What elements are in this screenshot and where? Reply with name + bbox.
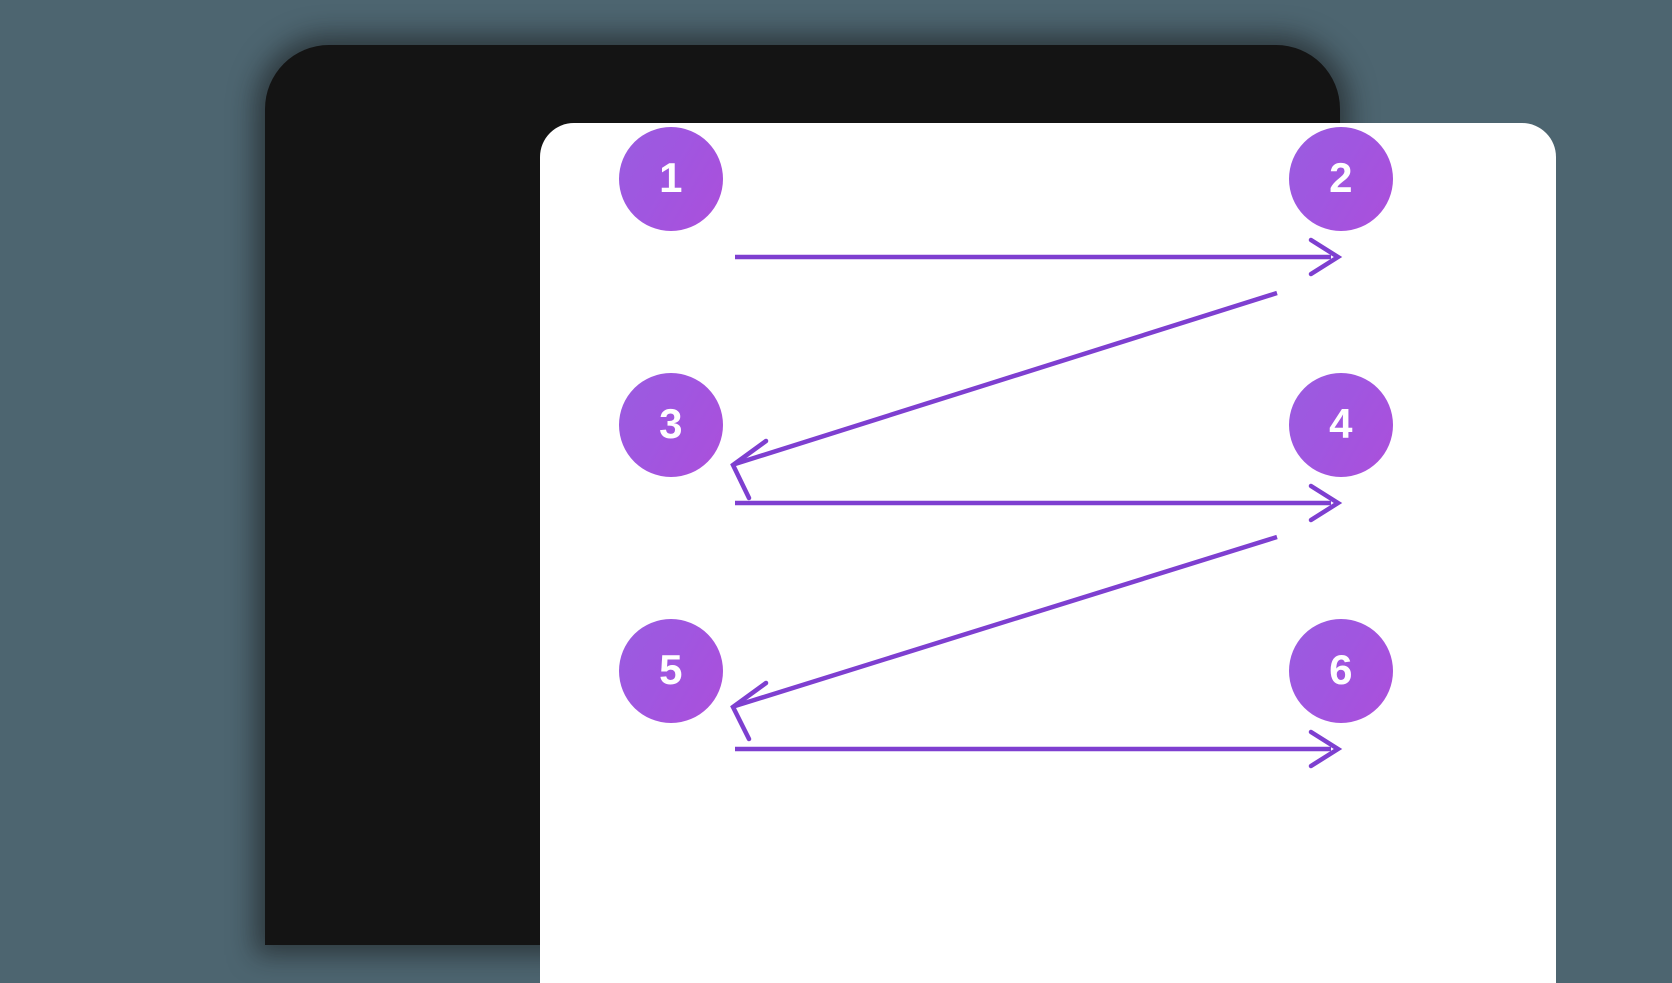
edge-5-to-6-arrowhead bbox=[1308, 729, 1343, 769]
flow-node-4[interactable]: 4 bbox=[1289, 373, 1393, 477]
edge-1-to-2[interactable] bbox=[735, 237, 1343, 277]
flow-node-5-label: 5 bbox=[659, 646, 683, 693]
flow-node-2[interactable]: 2 bbox=[1289, 127, 1393, 231]
flow-node-3-label: 3 bbox=[659, 400, 683, 447]
edge-2-to-3-arrowhead bbox=[730, 438, 769, 501]
edge-2-to-3-line bbox=[734, 290, 1278, 467]
edge-3-to-4-arrowhead bbox=[1308, 483, 1343, 523]
flow-node-3[interactable]: 3 bbox=[619, 373, 723, 477]
edge-5-to-6[interactable] bbox=[735, 729, 1343, 769]
flow-node-6-label: 6 bbox=[1329, 646, 1353, 693]
flow-node-5[interactable]: 5 bbox=[619, 619, 723, 723]
edge-4-to-5-arrowhead bbox=[730, 680, 769, 742]
flow-node-6[interactable]: 6 bbox=[1289, 619, 1393, 723]
device-frame: 1 2 3 4 5 6 bbox=[265, 45, 1556, 983]
flow-diagram-canvas bbox=[730, 237, 1343, 769]
flow-node-2-label: 2 bbox=[1329, 154, 1353, 201]
flow-node-1[interactable]: 1 bbox=[619, 127, 723, 231]
edge-4-to-5[interactable] bbox=[730, 534, 1278, 742]
edge-1-to-2-arrowhead bbox=[1308, 237, 1343, 277]
edge-4-to-5-line bbox=[734, 534, 1278, 709]
edge-3-to-4[interactable] bbox=[735, 483, 1343, 523]
flow-node-1-label: 1 bbox=[659, 154, 683, 201]
flow-node-4-label: 4 bbox=[1329, 400, 1353, 447]
edge-2-to-3[interactable] bbox=[730, 290, 1278, 501]
device-screen: 1 2 3 4 5 6 bbox=[540, 123, 1556, 983]
screenshot-stage: 1 2 3 4 5 6 bbox=[265, 45, 1556, 983]
